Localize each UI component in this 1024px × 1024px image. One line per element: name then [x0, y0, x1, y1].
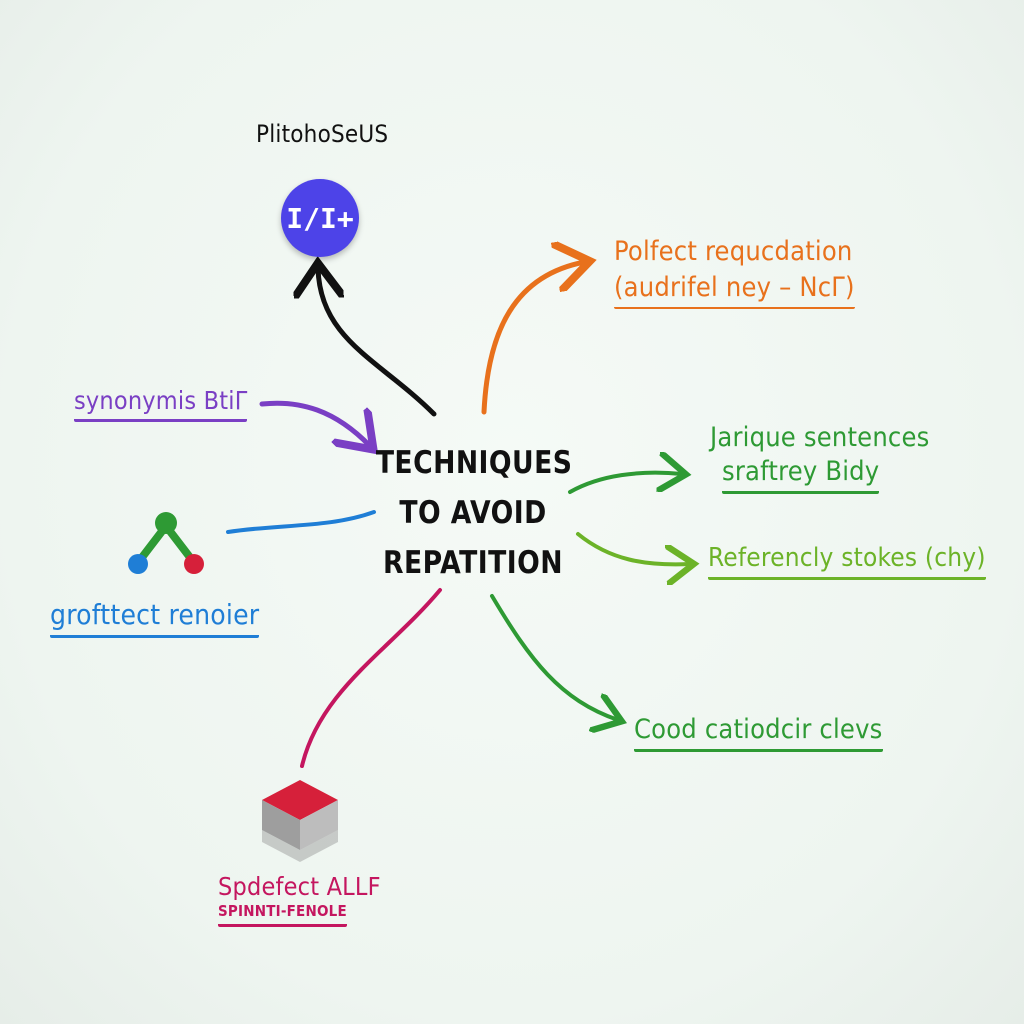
central-topic-line1: TECHNIQUES [375, 445, 573, 481]
central-topic: TECHNIQUES TO AVOID REPATITION [360, 438, 586, 588]
bottom-node-line2: SPINNTI-FENOLE [218, 902, 347, 927]
connector-top-right [481, 262, 585, 415]
left-lower-node-label: grofttect renoier [50, 598, 260, 638]
left-upper-node-label: synonymis BtiΓ [74, 386, 248, 422]
connector-right-lower [490, 594, 618, 720]
connector-right-upper [568, 473, 682, 492]
top-node-label: PlitohoSeUS [256, 120, 389, 148]
right-lower-node-label: Cood catiodcir clevs [634, 714, 883, 752]
right-middle-node-label: Referencly stokes (chy) [708, 543, 986, 580]
right-upper-node-line2: sraftrey Bidy [722, 456, 880, 494]
central-topic-line3: REPATITION [383, 545, 563, 581]
right-upper-node-line1: Jarique sentences [710, 422, 930, 453]
tree-nodes-icon [128, 512, 204, 574]
top-badge-text: I/I+ [286, 201, 354, 235]
connector-left-upper [259, 400, 370, 446]
bottom-node-line1: Spdefect ALLF [218, 872, 381, 901]
cube-icon [262, 780, 338, 862]
connector-bottom [300, 588, 442, 768]
circle-badge-icon: I/I+ [281, 179, 359, 257]
connector-left-lower [226, 510, 376, 534]
connector-top [318, 268, 437, 417]
top-right-node-line2: (audrifel ney – NcΓ) [614, 272, 855, 309]
connector-right-middle [576, 532, 690, 564]
central-topic-line2: TO AVOID [399, 495, 547, 531]
top-right-node-line1: Polfect requcdation [614, 236, 853, 267]
